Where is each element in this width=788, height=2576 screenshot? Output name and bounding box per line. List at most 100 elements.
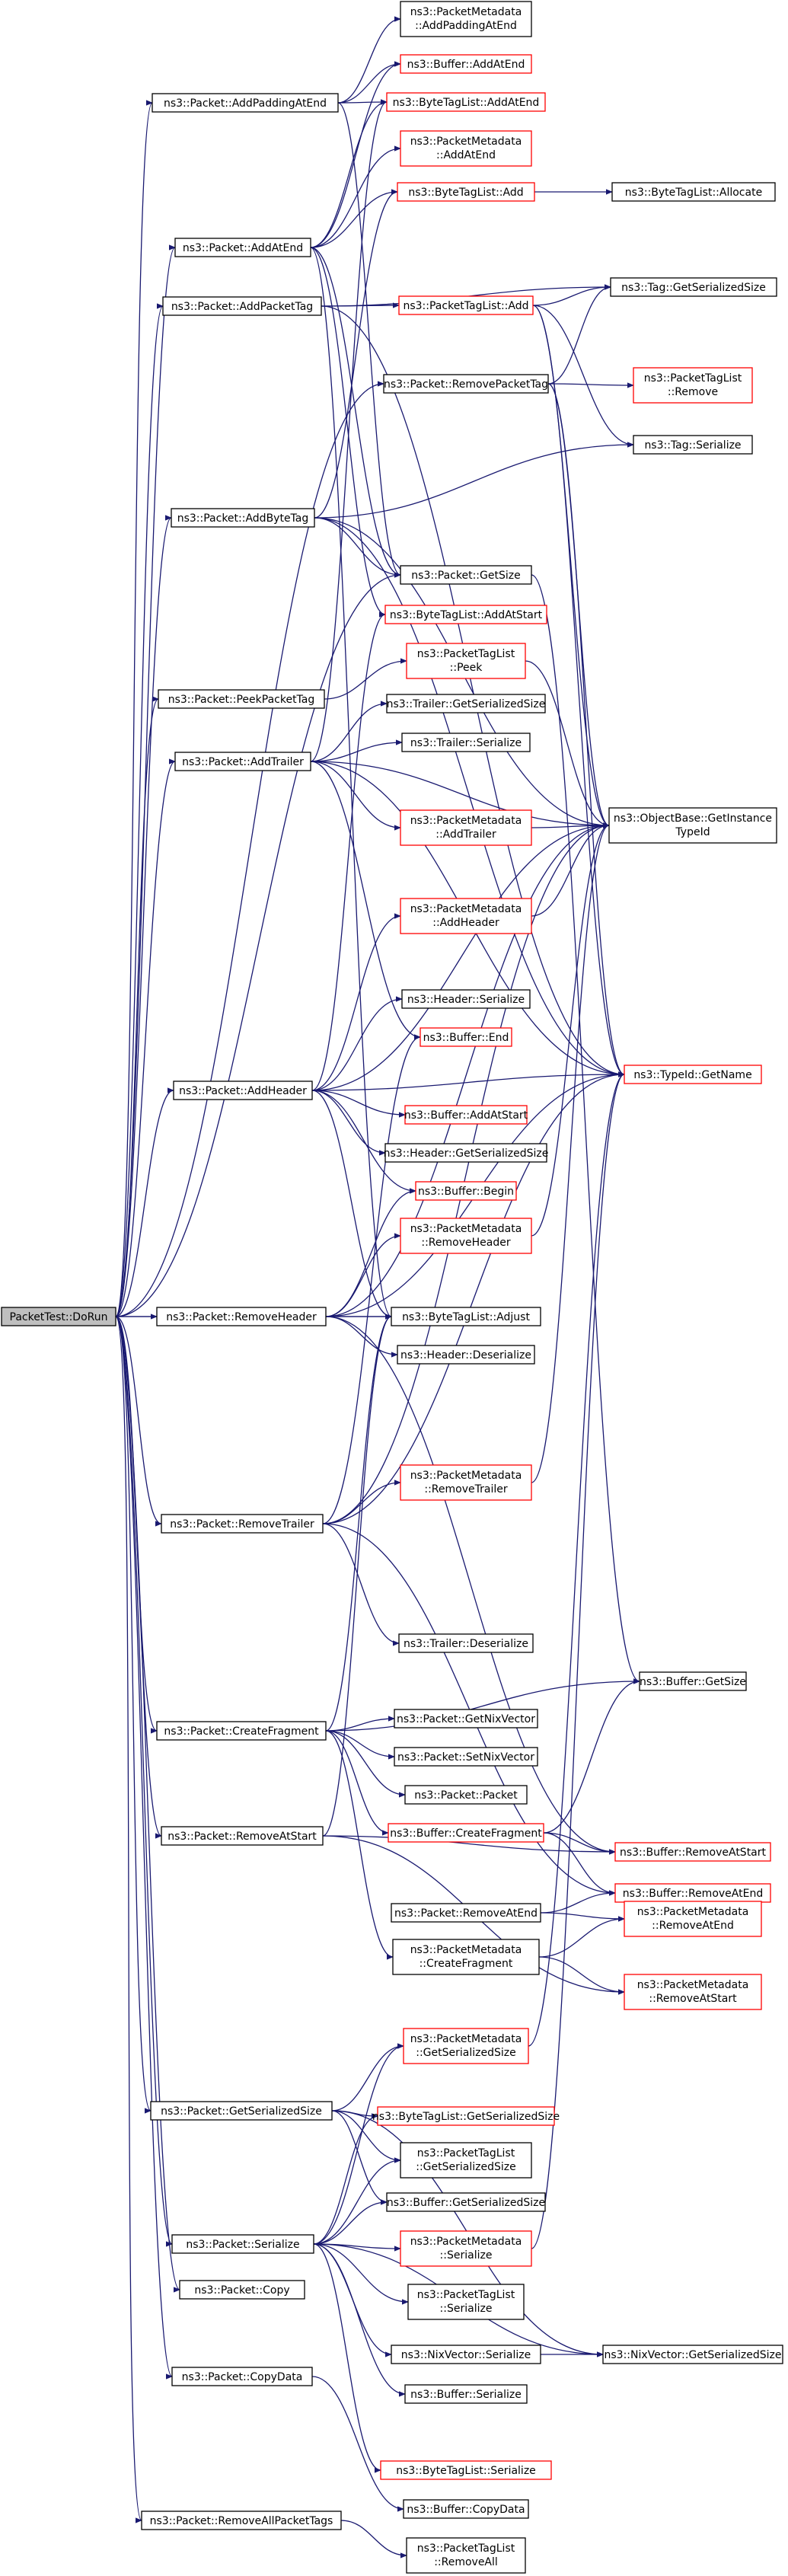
node-pmSerialize[interactable]: ns3::PacketMetadata::Serialize xyxy=(400,2230,532,2267)
node-trailerDeserialize[interactable]: ns3::Trailer::Deserialize xyxy=(398,1633,534,1653)
node-label-pmAddPaddingAtEnd-0: ns3::PacketMetadata xyxy=(410,6,522,18)
node-btlSerialize[interactable]: ns3::ByteTagList::Serialize xyxy=(380,2460,552,2480)
node-pmRemoveTrailer[interactable]: ns3::PacketMetadata::RemoveTrailer xyxy=(400,1464,532,1501)
call-edge-removeAtStart-to-btlAdjust xyxy=(322,1314,392,1837)
node-bufGetSize[interactable]: ns3::Buffer::GetSize xyxy=(639,1671,747,1691)
node-copyData[interactable]: ns3::Packet::CopyData xyxy=(171,2367,313,2386)
call-edge-removeAtEnd-to-bufRemoveAtEnd xyxy=(540,1890,616,1914)
node-typeIdGetName[interactable]: ns3::TypeId::GetName xyxy=(624,1065,762,1084)
node-removeAtEnd[interactable]: ns3::Packet::RemoveAtEnd xyxy=(391,1903,541,1923)
node-getSize[interactable]: ns3::Packet::GetSize xyxy=(400,565,532,585)
node-bufBegin[interactable]: ns3::Buffer::Begin xyxy=(415,1181,517,1201)
node-getNixVector[interactable]: ns3::Packet::GetNixVector xyxy=(394,1709,538,1729)
node-bufCreateFragment[interactable]: ns3::Buffer::CreateFragment xyxy=(388,1823,544,1843)
node-bufSerialize[interactable]: ns3::Buffer::Serialize xyxy=(404,2384,528,2404)
node-trailerSerialize[interactable]: ns3::Trailer::Serialize xyxy=(401,733,531,752)
node-btlAddAtStart[interactable]: ns3::ByteTagList::AddAtStart xyxy=(384,605,547,624)
node-btlAdjust[interactable]: ns3::ByteTagList::Adjust xyxy=(391,1307,541,1326)
node-label-ptlAdd: ns3::PacketTagList::Add xyxy=(403,300,528,312)
node-ptlAdd[interactable]: ns3::PacketTagList::Add xyxy=(398,295,534,315)
node-pmRemoveAtEnd[interactable]: ns3::PacketMetadata::RemoveAtEnd xyxy=(624,1901,762,1937)
call-edge-addPaddingAtEnd-to-bufAddAtEnd xyxy=(337,61,401,104)
node-ptlRemoveAll[interactable]: ns3::PacketTagList::RemoveAll xyxy=(406,2537,526,2574)
node-addByteTag[interactable]: ns3::Packet::AddByteTag xyxy=(171,508,315,528)
call-edge-removeTrailer-to-bufEnd xyxy=(322,1034,421,1524)
node-box-headerDeserialize xyxy=(397,1345,535,1365)
node-removePacketTag[interactable]: ns3::Packet::RemovePacketTag xyxy=(383,374,549,394)
node-pmAddAtEnd[interactable]: ns3::PacketMetadata::AddAtEnd xyxy=(400,130,532,167)
node-removeAtStart[interactable]: ns3::Packet::RemoveAtStart xyxy=(161,1826,324,1846)
node-pmCreateFragment[interactable]: ns3::PacketMetadata::CreateFragment xyxy=(392,1939,540,1975)
node-root[interactable]: PacketTest::DoRun xyxy=(1,1307,116,1326)
node-nixSerialize[interactable]: ns3::NixVector::Serialize xyxy=(391,2345,541,2364)
node-btlGetSerializedSize[interactable]: ns3::ByteTagList::GetSerializedSize xyxy=(372,2106,560,2126)
node-addPaddingAtEnd[interactable]: ns3::Packet::AddPaddingAtEnd xyxy=(152,93,339,113)
node-bufGetSerializedSize[interactable]: ns3::Buffer::GetSerializedSize xyxy=(386,2192,546,2212)
node-label-ptlGetSerializedSize-1: ::GetSerializedSize xyxy=(416,2161,515,2173)
node-btlAllocate[interactable]: ns3::ByteTagList::Allocate xyxy=(611,182,776,202)
node-label-root: PacketTest::DoRun xyxy=(10,1311,108,1323)
node-label-bufRemoveAtEnd: ns3::Buffer::RemoveAtEnd xyxy=(623,1888,763,1900)
node-addTrailer[interactable]: ns3::Packet::AddTrailer xyxy=(174,752,311,771)
call-edge-createFragment-to-bufGetSize xyxy=(325,1678,640,1732)
node-box-setNixVector xyxy=(394,1747,538,1767)
node-label-removeTrailer: ns3::Packet::RemoveTrailer xyxy=(170,1518,314,1531)
node-peekPacketTag[interactable]: ns3::Packet::PeekPacketTag xyxy=(158,689,325,709)
node-removeTrailer[interactable]: ns3::Packet::RemoveTrailer xyxy=(161,1514,324,1534)
node-createFragment[interactable]: ns3::Packet::CreateFragment xyxy=(156,1721,327,1741)
node-bufCopyData[interactable]: ns3::Buffer::CopyData xyxy=(403,2499,529,2519)
node-btlAdd[interactable]: ns3::ByteTagList::Add xyxy=(397,182,535,202)
node-removeHeader[interactable]: ns3::Packet::RemoveHeader xyxy=(156,1307,327,1326)
node-ptlSerialize[interactable]: ns3::PacketTagList::Serialize xyxy=(407,2284,525,2320)
node-box-bufCopyData xyxy=(403,2499,529,2519)
node-label-setNixVector: ns3::Packet::SetNixVector xyxy=(397,1751,534,1764)
node-bufAddAtEnd[interactable]: ns3::Buffer::AddAtEnd xyxy=(400,54,532,74)
node-addHeader[interactable]: ns3::Packet::AddHeader xyxy=(173,1081,313,1100)
call-edge-pmRemoveTrailer-to-objGetInstanceTypeId xyxy=(531,822,610,1483)
node-pmAddTrailer[interactable]: ns3::PacketMetadata::AddTrailer xyxy=(400,809,532,846)
node-label-bufGetSerializedSize: ns3::Buffer::GetSerializedSize xyxy=(387,2197,545,2209)
node-removeAllPacketTags[interactable]: ns3::Packet::RemoveAllPacketTags xyxy=(141,2511,342,2530)
node-getSerializedSize[interactable]: ns3::Packet::GetSerializedSize xyxy=(150,2101,333,2121)
node-headerSerialize[interactable]: ns3::Header::Serialize xyxy=(401,989,531,1009)
node-pmRemoveHeader[interactable]: ns3::PacketMetadata::RemoveHeader xyxy=(400,1218,532,1254)
node-ptlGetSerializedSize[interactable]: ns3::PacketTagList::GetSerializedSize xyxy=(400,2142,532,2179)
node-box-pmAddTrailer xyxy=(400,809,532,846)
node-label-addHeader: ns3::Packet::AddHeader xyxy=(179,1085,307,1097)
node-addPacketTag[interactable]: ns3::Packet::AddPacketTag xyxy=(162,296,322,316)
node-box-addByteTag xyxy=(171,508,315,528)
node-tagGetSerializedSize[interactable]: ns3::Tag::GetSerializedSize xyxy=(610,277,777,297)
node-serialize[interactable]: ns3::Packet::Serialize xyxy=(171,2234,314,2254)
call-edge-addAtEnd-to-btlAdd xyxy=(310,189,398,248)
node-label-objGetInstanceTypeId-1: TypeId xyxy=(675,826,710,838)
node-bufRemoveAtEnd[interactable]: ns3::Buffer::RemoveAtEnd xyxy=(614,1883,771,1903)
node-pmGetSerializedSize[interactable]: ns3::PacketMetadata::GetSerializedSize xyxy=(403,2028,529,2064)
node-copy[interactable]: ns3::Packet::Copy xyxy=(179,2280,305,2300)
node-trailerGetSerializedSize[interactable]: ns3::Trailer::GetSerializedSize xyxy=(386,694,546,713)
node-addAtEnd[interactable]: ns3::Packet::AddAtEnd xyxy=(174,238,311,257)
node-box-copy xyxy=(179,2280,305,2300)
node-ptlRemove[interactable]: ns3::PacketTagList::Remove xyxy=(633,367,753,404)
node-setNixVector[interactable]: ns3::Packet::SetNixVector xyxy=(394,1747,538,1767)
node-label-copyData: ns3::Packet::CopyData xyxy=(182,2371,303,2383)
node-btlAddAtEnd[interactable]: ns3::ByteTagList::AddAtEnd xyxy=(386,92,546,112)
node-label-removeHeader: ns3::Packet::RemoveHeader xyxy=(166,1311,317,1323)
node-label-bufAddAtEnd: ns3::Buffer::AddAtEnd xyxy=(407,59,525,71)
node-pmRemoveAtStart[interactable]: ns3::PacketMetadata::RemoveAtStart xyxy=(624,1974,762,2010)
node-packetPacket[interactable]: ns3::Packet::Packet xyxy=(404,1785,528,1805)
node-nixGetSerializedSize[interactable]: ns3::NixVector::GetSerializedSize xyxy=(602,2345,783,2364)
node-pmAddHeader[interactable]: ns3::PacketMetadata::AddHeader xyxy=(400,898,532,934)
node-bufRemoveAtStart[interactable]: ns3::Buffer::RemoveAtStart xyxy=(614,1842,771,1862)
call-edge-pmCreateFragment-to-pmRemoveAtEnd xyxy=(538,1916,625,1958)
node-bufEnd[interactable]: ns3::Buffer::End xyxy=(420,1027,512,1047)
node-headerGetSerializedSize[interactable]: ns3::Header::GetSerializedSize xyxy=(384,1143,549,1163)
node-box-bufSerialize xyxy=(404,2384,528,2404)
node-pmAddPaddingAtEnd[interactable]: ns3::PacketMetadata::AddPaddingAtEnd xyxy=(400,1,532,37)
node-ptlPeek[interactable]: ns3::PacketTagList::Peek xyxy=(406,643,526,679)
node-label-addByteTag: ns3::Packet::AddByteTag xyxy=(177,512,309,525)
node-bufAddAtStart[interactable]: ns3::Buffer::AddAtStart xyxy=(404,1105,528,1125)
node-box-removeHeader xyxy=(156,1307,327,1326)
node-tagSerialize[interactable]: ns3::Tag::Serialize xyxy=(633,435,753,455)
node-headerDeserialize[interactable]: ns3::Header::Deserialize xyxy=(397,1345,535,1365)
